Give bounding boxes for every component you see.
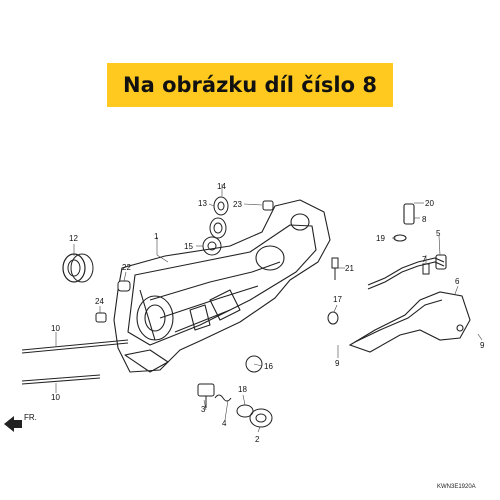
callout-9a: 9	[335, 359, 340, 368]
front-arrow-icon	[4, 416, 22, 432]
callout-10b: 10	[51, 393, 60, 402]
callout-5: 5	[436, 229, 441, 238]
callout-7: 7	[422, 255, 427, 264]
callout-1: 1	[154, 232, 159, 241]
leader-lines	[55, 184, 483, 433]
callout-21: 21	[345, 264, 354, 273]
callout-18: 18	[238, 385, 247, 394]
callout-8: 8	[422, 215, 427, 224]
callout-20: 20	[425, 199, 434, 208]
speed-sensor	[367, 203, 447, 290]
callout-6: 6	[455, 277, 460, 286]
callout-12: 12	[69, 234, 78, 243]
callout-3: 3	[201, 405, 206, 414]
callout-15: 15	[184, 242, 193, 251]
lower-parts	[197, 383, 273, 428]
banner-text: Na obrázku díl číslo 8	[123, 73, 377, 97]
callout-13: 13	[198, 199, 207, 208]
dowels	[95, 200, 274, 373]
callout-10a: 10	[51, 324, 60, 333]
callout-4: 4	[222, 419, 227, 428]
callout-9b: 9	[480, 341, 485, 350]
front-label: FR.	[24, 413, 37, 422]
callout-24: 24	[95, 297, 104, 306]
callout-16: 16	[264, 362, 273, 371]
callout-22: 22	[122, 263, 131, 272]
callout-19: 19	[376, 234, 385, 243]
highlight-banner: Na obrázku díl číslo 8	[107, 63, 393, 107]
diagram-code: KWN3E1920A	[437, 484, 476, 490]
callout-23: 23	[233, 200, 242, 209]
callout-17: 17	[333, 295, 342, 304]
bearing-12	[62, 253, 94, 283]
stud-bolts	[21, 339, 129, 385]
callout-2: 2	[255, 435, 260, 444]
callout-14: 14	[217, 182, 226, 191]
cover-6	[348, 291, 471, 353]
crankcase-outline	[113, 199, 331, 373]
